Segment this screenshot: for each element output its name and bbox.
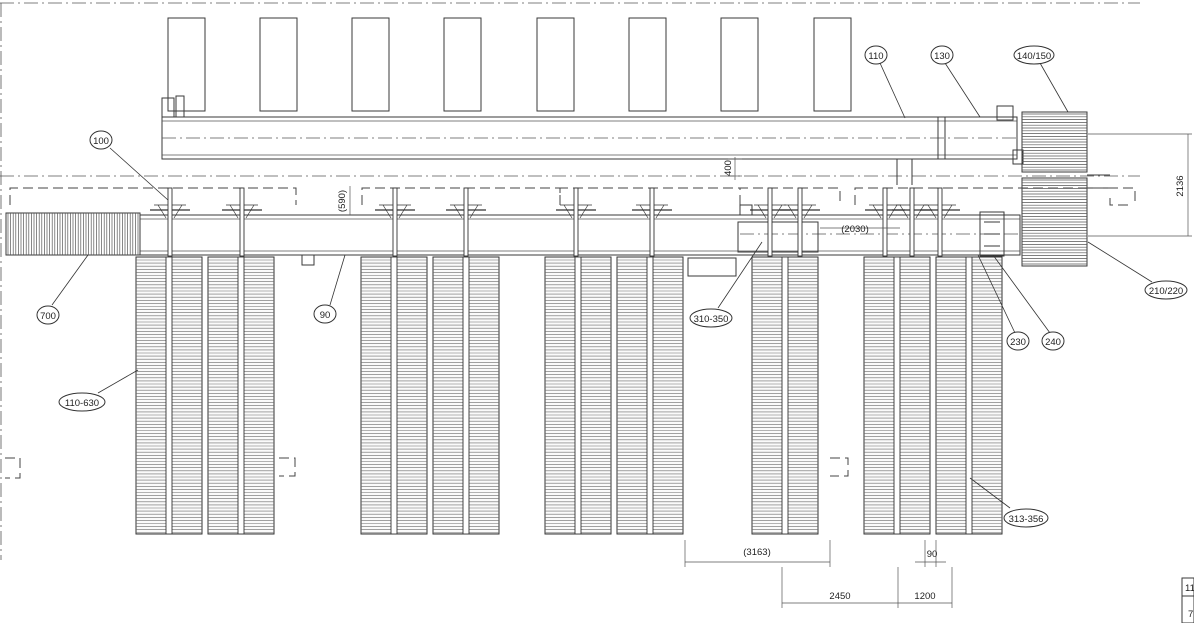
callout-130: 130: [930, 45, 954, 65]
svg-text:313-356: 313-356: [1009, 514, 1044, 525]
storage-lane: [935, 256, 1003, 535]
t-support: [150, 187, 190, 257]
callout-110-630: 110-630: [58, 392, 106, 412]
storage-lanes: [135, 256, 1003, 535]
t-support: [865, 187, 905, 257]
storage-lane: [135, 256, 203, 535]
svg-text:7: 7: [1188, 609, 1193, 620]
callout-90: 90: [313, 304, 337, 324]
svg-text:230: 230: [1010, 337, 1026, 348]
svg-text:100: 100: [93, 136, 109, 147]
dim-2450: 2450: [829, 591, 850, 602]
upper-conveyor: [161, 95, 1024, 185]
t-supports-100: [150, 187, 960, 257]
dim-3163: (3163): [743, 547, 770, 558]
blank-label-box: [687, 257, 737, 277]
dim-90: 90: [927, 549, 938, 560]
svg-text:210/220: 210/220: [1149, 286, 1183, 297]
t-support: [375, 187, 415, 257]
turntable-210-220: [1021, 174, 1110, 267]
svg-text:130: 130: [934, 51, 950, 62]
main-transfer-conveyor: [139, 204, 1022, 266]
transfer-unit-230-240: [979, 211, 1005, 257]
callout-310-350: 310-350: [689, 308, 733, 328]
dim-590: (590): [337, 190, 348, 212]
svg-text:140/150: 140/150: [1017, 51, 1051, 62]
title-block-fragment: 11 7: [1181, 577, 1194, 623]
dashed-service-zones: [5, 187, 1136, 479]
callout-313-356: 313-356: [1003, 508, 1049, 528]
callout-210-220: 210/220: [1144, 280, 1188, 300]
callout-240: 240: [1041, 331, 1065, 351]
callout-140-150: 140/150: [1013, 45, 1055, 65]
callout-leaders: [51, 62, 1153, 509]
svg-text:90: 90: [320, 310, 331, 321]
t-support: [920, 187, 960, 257]
callout-230: 230: [1006, 331, 1030, 351]
dim-2030: (2030): [841, 224, 868, 235]
svg-text:310-350: 310-350: [694, 314, 729, 325]
t-support: [222, 187, 262, 257]
dimension-lines: [349, 133, 1192, 608]
storage-lane: [360, 256, 428, 535]
t-support: [556, 187, 596, 257]
dim-400: 400: [723, 160, 734, 176]
t-support: [780, 187, 820, 257]
turntable-140-150: [1021, 111, 1088, 173]
t-support: [892, 187, 932, 257]
callout-100: 100: [89, 130, 113, 150]
storage-lane: [544, 256, 612, 535]
callout-700: 700: [36, 305, 60, 325]
infeed-conveyor-700: [5, 212, 141, 256]
svg-text:110: 110: [868, 51, 883, 62]
svg-text:110-630: 110-630: [65, 398, 99, 409]
callout-110: 110: [864, 45, 888, 65]
svg-text:11: 11: [1185, 583, 1194, 594]
storage-lane: [207, 256, 275, 535]
dim-1200: 1200: [914, 591, 935, 602]
storage-lane: [616, 256, 684, 535]
t-support: [632, 187, 672, 257]
site-boundary: [0, 2, 1140, 560]
dim-2136: 2136: [1175, 175, 1186, 196]
storage-lane: [751, 256, 819, 535]
storage-lane: [432, 256, 500, 535]
top-window-openings: [167, 17, 852, 112]
svg-text:700: 700: [40, 311, 56, 322]
svg-text:240: 240: [1045, 337, 1061, 348]
t-support: [446, 187, 486, 257]
storage-lane: [863, 256, 931, 535]
